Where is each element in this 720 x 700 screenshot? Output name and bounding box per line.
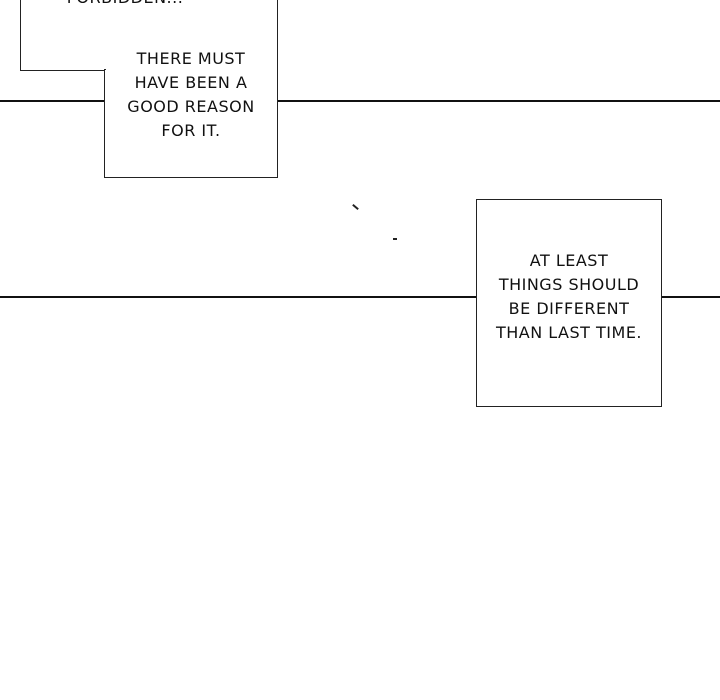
- caption-line: THERE MUST: [136, 49, 246, 68]
- caption-line: GOOD REASON: [127, 97, 255, 116]
- caption-text: AT LEAST THINGS SHOULD BE DIFFERENT THAN…: [476, 249, 662, 345]
- caption-line: BE DIFFERENT: [508, 299, 630, 318]
- caption-line: THINGS SHOULD: [498, 275, 640, 294]
- ink-speck: [393, 238, 397, 240]
- ink-speck: [352, 203, 359, 211]
- caption-line: HAVE BEEN A: [134, 73, 248, 92]
- caption-line: THAN LAST TIME.: [495, 323, 643, 342]
- panel-border-line: [0, 296, 720, 298]
- caption-box: [104, 69, 278, 178]
- panel-border-line: [0, 100, 720, 102]
- caption-box: [476, 199, 662, 407]
- cut-caption-text: FORBIDDEN...: [40, 0, 210, 10]
- box-join-mask: [105, 60, 277, 72]
- caption-box-top: [20, 0, 278, 71]
- caption-line: FOR IT.: [161, 121, 221, 140]
- caption-line: AT LEAST: [529, 251, 609, 270]
- caption-text: THERE MUST HAVE BEEN A GOOD REASON FOR I…: [105, 47, 277, 143]
